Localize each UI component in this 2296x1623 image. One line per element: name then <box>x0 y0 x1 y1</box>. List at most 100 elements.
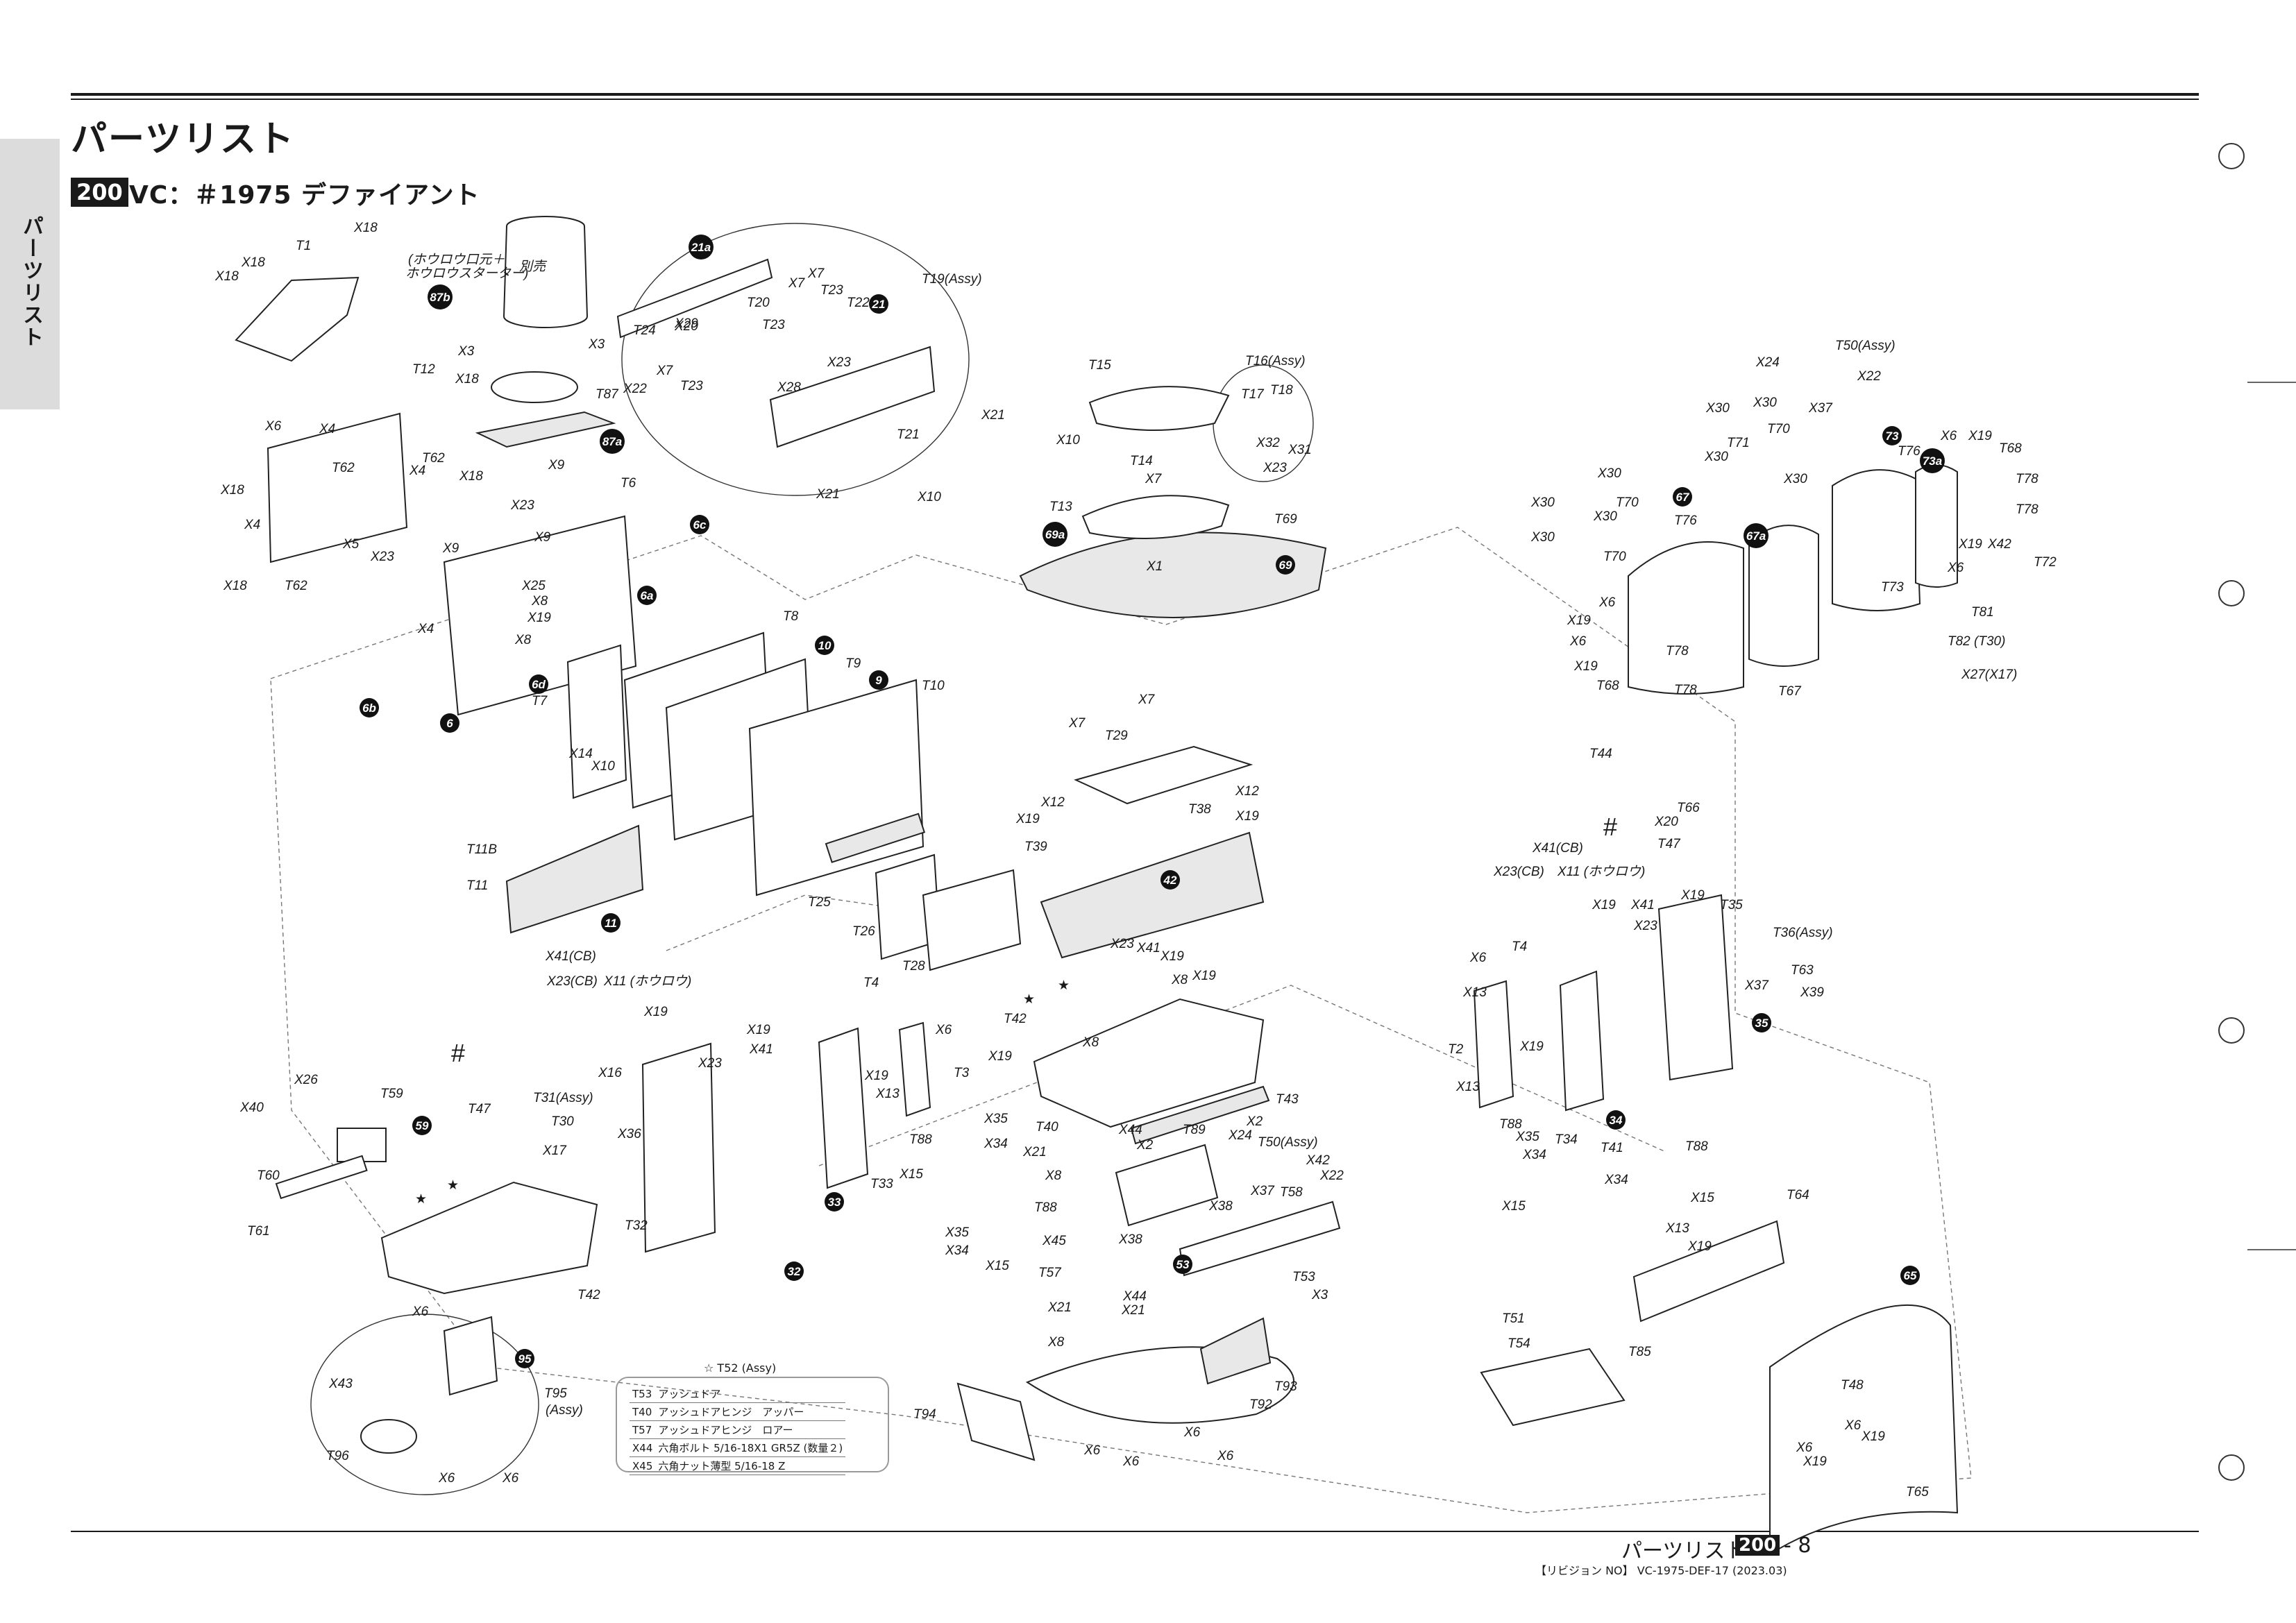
part-label: X12 <box>1235 784 1259 799</box>
shield-t94 <box>956 1382 1036 1461</box>
callout-badge: 69a <box>1043 522 1067 547</box>
part-label: X14 <box>568 747 593 761</box>
part-label: X26 <box>294 1073 318 1087</box>
star-marker: ★ <box>447 1178 459 1193</box>
section-title: VC：＃1975 デファイアント <box>129 181 480 210</box>
part-label: T31(Assy) <box>533 1091 593 1105</box>
part-label: X19 <box>864 1069 888 1083</box>
part-label: X4 <box>244 518 260 532</box>
part-label: T26 <box>852 924 875 939</box>
ash-door-t53 <box>1179 1200 1341 1277</box>
part-label: T65 <box>1906 1485 1929 1499</box>
part-label: T32 <box>625 1218 648 1233</box>
firebox-lower-t42 <box>380 1181 598 1295</box>
callout-label: 34 <box>1610 1114 1623 1127</box>
part-label: X30 <box>1753 396 1777 410</box>
side-tab: パーツリスト <box>0 139 60 409</box>
part-label: X23 <box>1110 937 1134 951</box>
part-label: X13 <box>1665 1221 1689 1236</box>
callout-label: 10 <box>818 639 832 652</box>
part-label: 別売 <box>519 260 548 274</box>
star-marker: ★ <box>415 1192 427 1207</box>
part-label: X42 <box>1987 537 2011 552</box>
part-label: T7 <box>532 694 548 708</box>
part-label: X10 <box>1056 433 1080 448</box>
part-label: T43 <box>1276 1092 1299 1107</box>
part-label: T78 <box>1666 644 1689 658</box>
part-label: X8 <box>1045 1169 1062 1183</box>
side-panel-t35 <box>1657 894 1734 1081</box>
callout-badge: 67 <box>1673 487 1692 507</box>
star-marker: ★ <box>1058 978 1070 993</box>
part-label: X8 <box>1171 973 1188 987</box>
part-label: T62 <box>285 579 307 593</box>
part-label: X30 <box>1704 450 1728 464</box>
part-label: T1 <box>296 239 311 253</box>
part-label: X10 <box>917 490 941 504</box>
part-label: T40 <box>1036 1120 1058 1135</box>
part-label: T11B <box>466 842 497 857</box>
part-label: X34 <box>984 1137 1008 1151</box>
part-label: T42 <box>1004 1012 1027 1026</box>
part-label: X7 <box>656 364 674 378</box>
part-label: X21 <box>981 408 1005 423</box>
door-panel-t28 <box>922 869 1022 971</box>
part-label: X19 <box>643 1005 668 1019</box>
part-label: X22 <box>1319 1169 1344 1183</box>
part-label: X19 <box>1160 949 1184 964</box>
part-label: X18 <box>241 255 265 270</box>
part-label: X23 <box>1263 461 1287 475</box>
callout-label: 32 <box>788 1265 801 1278</box>
part-label: X19 <box>746 1023 770 1037</box>
part-label: T35 <box>1720 898 1743 912</box>
part-label: X24 <box>1755 355 1780 370</box>
callout-badge: 34 <box>1606 1110 1626 1130</box>
callout-label: 73a <box>1923 454 1942 468</box>
part-label: X6 <box>1569 634 1587 649</box>
part-label: T14 <box>1130 454 1153 468</box>
part-label: T88 <box>1685 1139 1708 1154</box>
callout-badge: 33 <box>825 1192 844 1212</box>
part-label: X28 <box>777 380 801 395</box>
part-label: X6 <box>264 419 282 434</box>
callout-label: 6 <box>446 717 453 730</box>
callout-label: 69 <box>1279 559 1292 572</box>
callout-label: 6a <box>641 589 654 602</box>
part-label: T81 <box>1971 605 1994 620</box>
part-label: T68 <box>1596 679 1619 693</box>
part-label: T87 <box>596 387 619 402</box>
part-label: X6 <box>1122 1454 1140 1469</box>
part-label: X21 <box>1047 1300 1072 1315</box>
part-label: T25 <box>808 895 831 910</box>
callout-label: 67 <box>1676 491 1690 504</box>
footer-page-number: - 8 <box>1784 1533 1812 1558</box>
part-label: T18 <box>1270 383 1293 398</box>
part-label: T96 <box>326 1449 349 1463</box>
part-label: X25 <box>521 579 546 593</box>
part-label: X19 <box>1015 812 1040 826</box>
part-label: X34 <box>1522 1148 1546 1162</box>
callout-label: 65 <box>1904 1269 1917 1282</box>
part-label: T76 <box>1674 513 1697 528</box>
part-label: X6 <box>1947 561 1964 575</box>
callout-badge: 21a <box>689 235 714 260</box>
page-title: パーツリスト <box>71 119 295 160</box>
part-label: T48 <box>1841 1378 1864 1393</box>
part-label: X41(CB) <box>1532 841 1583 856</box>
part-label: X4 <box>417 622 434 636</box>
top-plate-t69 <box>1019 532 1327 618</box>
part-label: X22 <box>623 382 647 396</box>
part-label: X19 <box>1687 1239 1712 1254</box>
callout-label: 11 <box>605 917 617 930</box>
part-label: X39 <box>1800 985 1824 1000</box>
callout-badge: 53 <box>1173 1255 1192 1274</box>
part-label: T4 <box>1512 940 1527 954</box>
part-label: X45 <box>1042 1234 1066 1248</box>
part-label: X35 <box>984 1112 1008 1126</box>
part-label: T54 <box>1508 1336 1530 1351</box>
callout-badge: 10 <box>815 636 834 655</box>
part-label: X41 <box>749 1042 773 1057</box>
part-label: X18 <box>214 269 239 284</box>
